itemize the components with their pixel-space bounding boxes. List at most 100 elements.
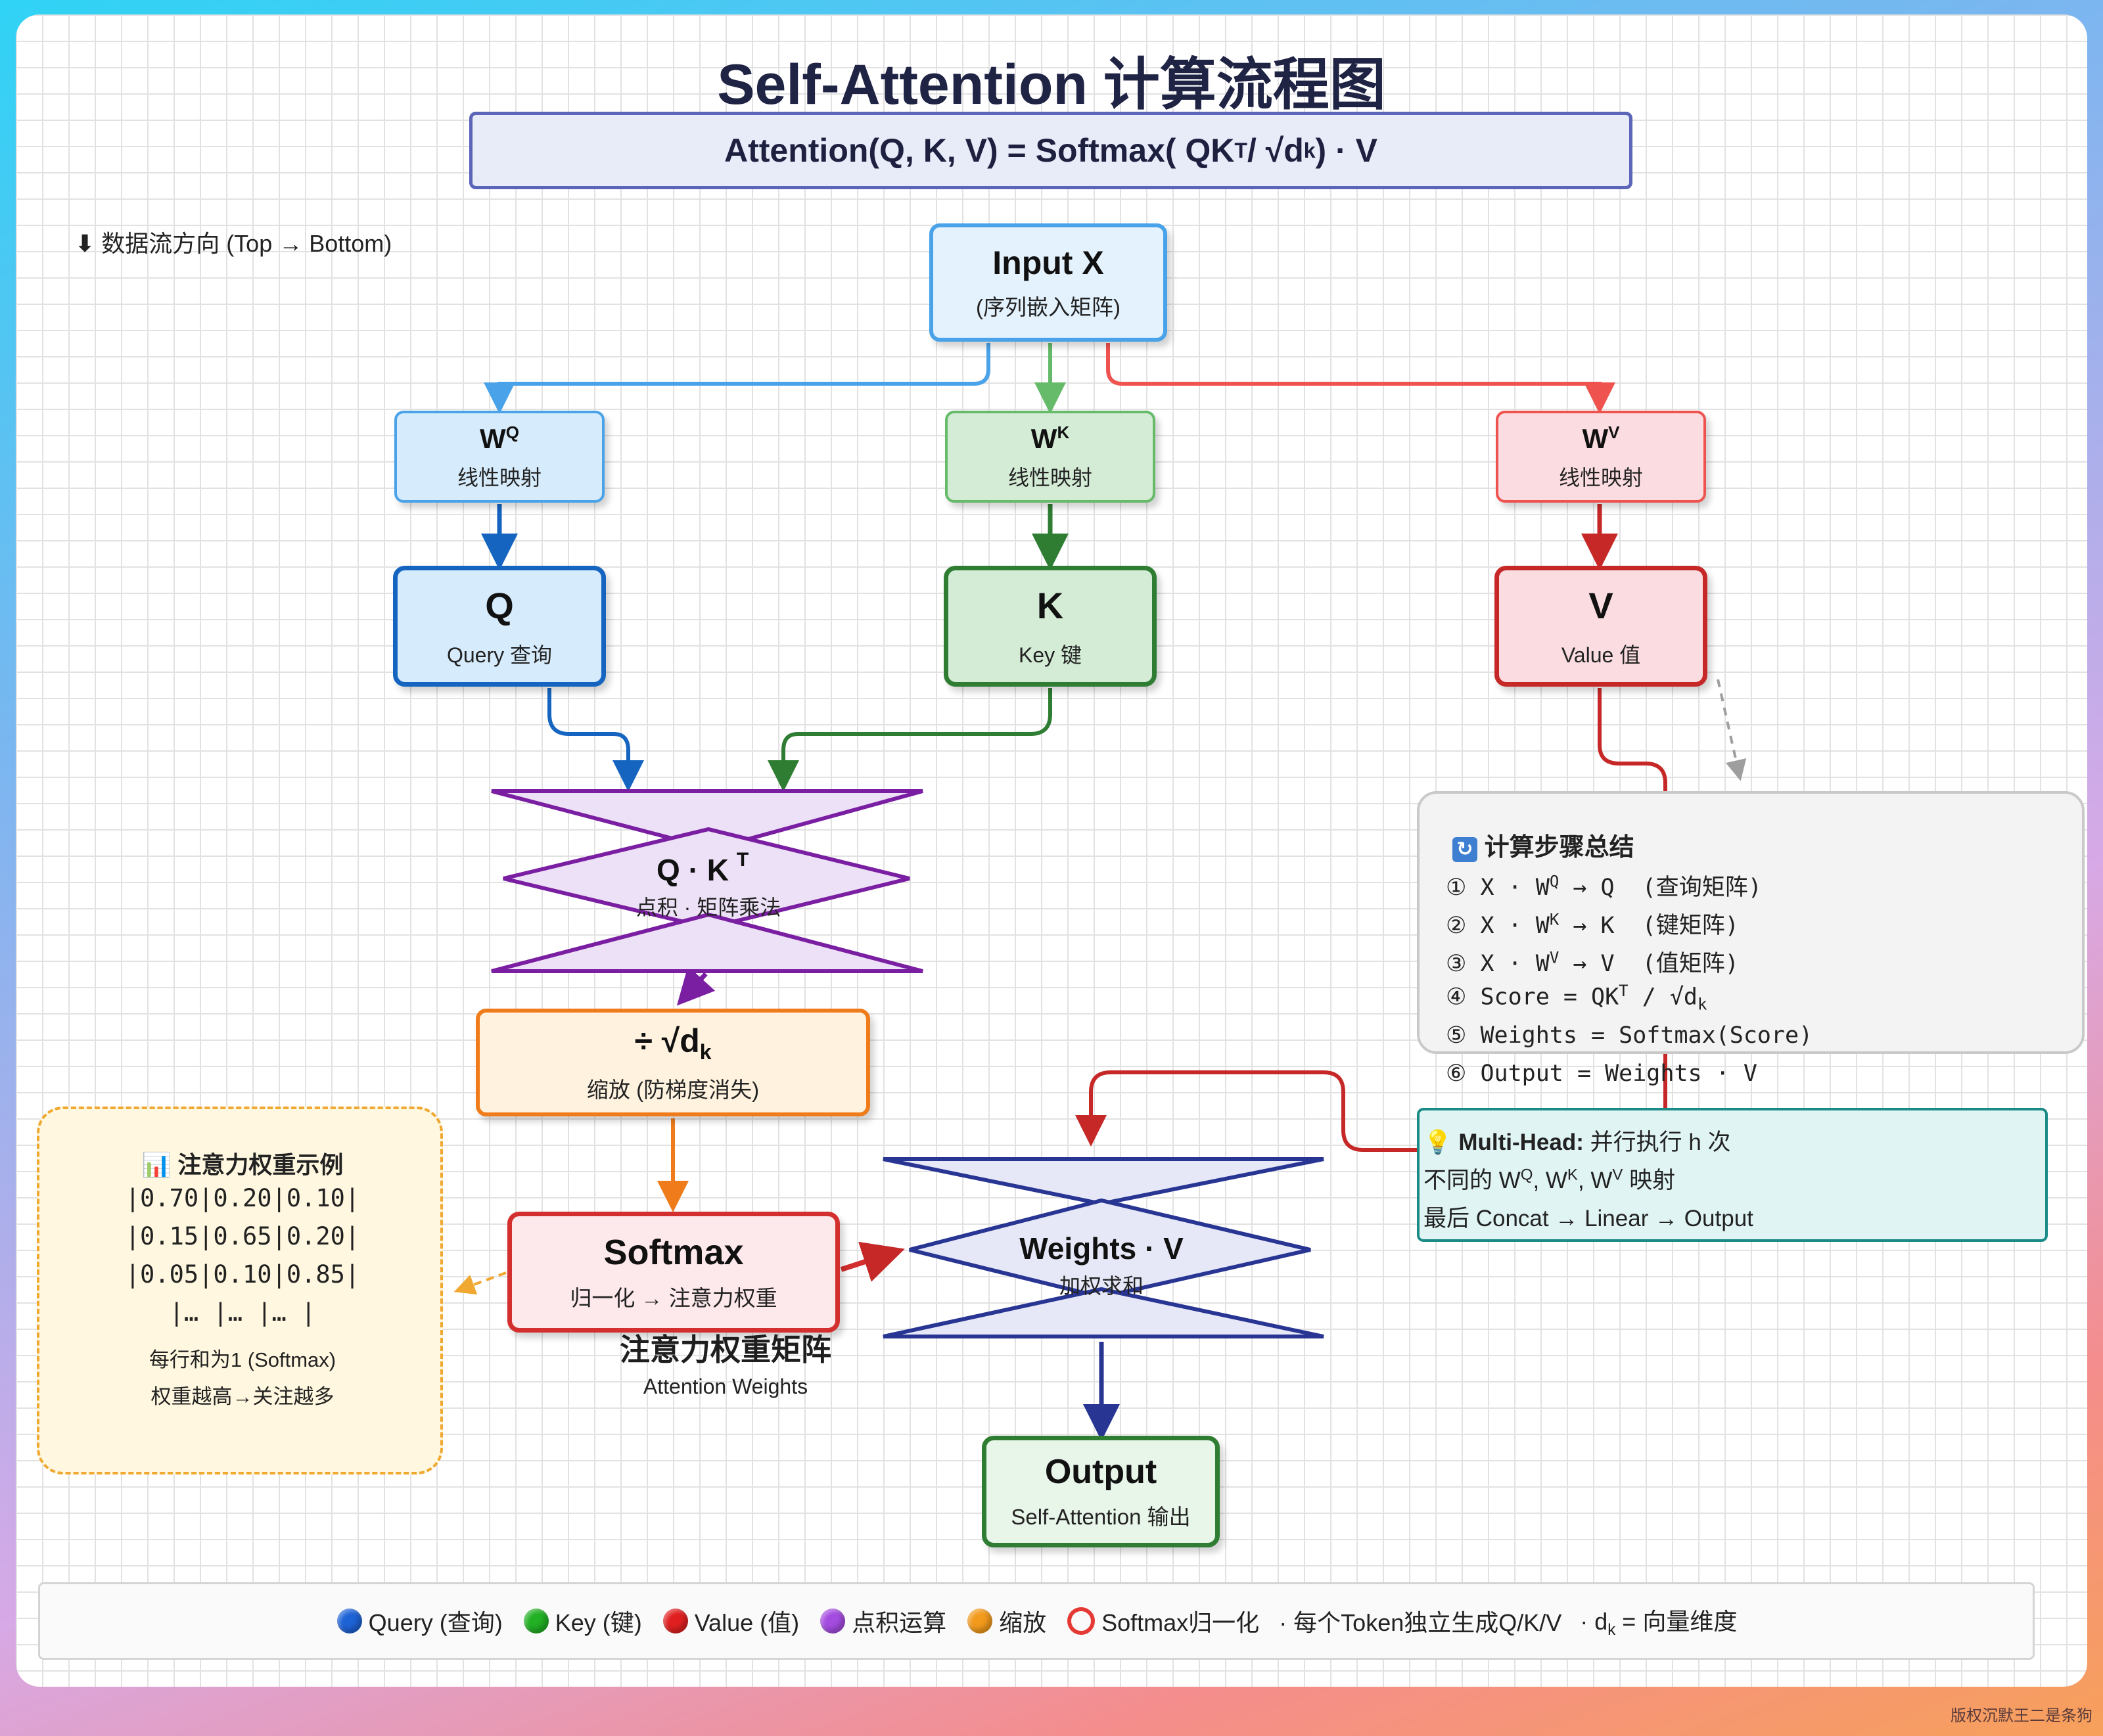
step-item: ④ Score = QKT / √dk (1446, 982, 1707, 1014)
query-subtitle: Query 查询 (446, 643, 553, 667)
multi-head-line-2: 不同的 WQ, WK, WV 映射 (1423, 1166, 1676, 1193)
formula-part-2: / √d (1247, 132, 1304, 169)
red-circle-icon (662, 1609, 688, 1633)
bar-chart-icon: 📊 (141, 1151, 172, 1178)
edge-softmax-to-example (453, 1271, 507, 1295)
softmax-subtitle: 归一化 → 注意力权重 (570, 1286, 777, 1310)
input-x-subtitle: (序列嵌入矩阵) (976, 295, 1121, 319)
step-item: ⑤ Weights = Softmax(Score) (1446, 1022, 1813, 1049)
dot-product-subtitle: 点积 · 矩阵乘法 (636, 896, 781, 919)
wv-node: WV 线性映射 (1496, 411, 1706, 503)
dot-product-title-sup: T (737, 849, 749, 871)
legend-item-scale: 缩放 (967, 1604, 1046, 1638)
formula-sub-k: k (1303, 138, 1316, 162)
multi-head-line-3: 最后 Concat → Linear → Output (1423, 1206, 1753, 1231)
wk-title: WK (1030, 422, 1070, 454)
edge-input-to-wq (484, 343, 990, 414)
purple-circle-icon (820, 1609, 846, 1633)
example-row: |0.70|0.20|0.10| (125, 1184, 360, 1212)
wq-title: WQ (480, 422, 519, 454)
formula-part-1: Attention(Q, K, V) = Softmax( QK (724, 132, 1235, 169)
dot-product-shape: Q · K T 点积 · 矩阵乘法 (491, 789, 923, 973)
wk-subtitle: 线性映射 (1007, 465, 1092, 490)
legend-note-token: · 每个Token独立生成Q/K/V (1279, 1609, 1562, 1636)
edge-dot-to-scale (676, 966, 716, 1006)
edge-input-to-wv (1106, 343, 1615, 414)
key-subtitle: Key 键 (1018, 643, 1082, 667)
legend: Query (查询) Key (键) Value (值) 点积运算 缩放 Sof… (38, 1582, 2035, 1660)
green-circle-icon (523, 1609, 549, 1633)
example-title: 📊 注意力权重示例 (141, 1151, 344, 1178)
example-note: 权重越高→关注越多 (150, 1385, 335, 1408)
key-node: K Key 键 (944, 566, 1157, 687)
attention-example-panel: 📊 注意力权重示例 |0.70|0.20|0.10| |0.15|0.65|0.… (37, 1107, 443, 1474)
steps-summary-panel: ↻ 计算步骤总结 ① X · WQ → Q (查询矩阵) ② X · WK → … (1417, 791, 2085, 1087)
blue-circle-icon (336, 1609, 362, 1633)
value-node: V Value 值 (1494, 566, 1707, 687)
output-title: Output (1044, 1453, 1157, 1491)
edge-softmax-to-weights (840, 1241, 905, 1282)
formula-sup-t: T (1234, 138, 1247, 162)
flow-direction-note: ⬇ 数据流方向 (Top → Bottom) (75, 225, 392, 259)
scale-node: ÷ √dk 缩放 (防梯度消失) (476, 1009, 870, 1116)
flow-direction-text: 数据流方向 (Top → Bottom) (101, 230, 392, 257)
key-title: K (1036, 584, 1064, 626)
example-note: 每行和为1 (Softmax) (149, 1348, 336, 1371)
wv-subtitle: 线性映射 (1558, 465, 1643, 490)
refresh-icon: ↻ (1452, 837, 1477, 862)
input-x-title: Input X (992, 244, 1104, 281)
formula-part-3: ) · V (1315, 132, 1377, 169)
multi-head-line-1: 💡 Multi-Head: 并行执行 h 次 (1423, 1130, 1731, 1155)
legend-item-query: Query (查询) (336, 1604, 503, 1638)
value-subtitle: Value 值 (1561, 643, 1641, 667)
query-node: Q Query 查询 (393, 566, 606, 687)
output-subtitle: Self-Attention 输出 (1011, 1505, 1191, 1529)
steps-title: ↻ 计算步骤总结 (1452, 827, 1634, 863)
step-item: ① X · WQ → Q (查询矩阵) (1446, 872, 1762, 901)
legend-note-dk: · dk = 向量维度 (1580, 1607, 1738, 1639)
softmax-node: Softmax 归一化 → 注意力权重 (507, 1212, 840, 1333)
example-row: |0.15|0.65|0.20| (125, 1222, 360, 1250)
input-x-node: Input X (序列嵌入矩阵) (929, 223, 1167, 342)
edge-v-dashed (1717, 679, 1747, 781)
attention-weights-sublabel: Attention Weights (643, 1375, 808, 1398)
multi-head-note: 💡 Multi-Head: 并行执行 h 次 不同的 WQ, WK, WV 映射… (1417, 1108, 2048, 1242)
query-title: Q (485, 584, 514, 626)
wq-node: WQ 线性映射 (394, 411, 605, 503)
dot-product-title: Q · K (657, 853, 729, 887)
value-title: V (1588, 584, 1613, 626)
legend-item-key: Key (键) (523, 1604, 642, 1638)
output-node: Output Self-Attention 输出 (982, 1436, 1220, 1547)
diagram-wires: Q · K T 点积 · 矩阵乘法 Weights · V 加权求和 (453, 343, 1747, 1441)
lightbulb-icon: 💡 (1423, 1130, 1452, 1155)
softmax-title: Softmax (603, 1233, 744, 1272)
step-item: ③ X · WV → V (值矩阵) (1446, 948, 1739, 977)
down-arrow-icon: ⬇ (75, 230, 95, 257)
scale-subtitle: 缩放 (防梯度消失) (586, 1077, 760, 1102)
example-row: |… |… |… | (169, 1298, 316, 1327)
weighted-sum-subtitle: 加权求和 (1059, 1274, 1144, 1298)
step-item: ⑥ Output = Weights · V (1446, 1061, 1757, 1087)
edge-v-to-weights-b (1075, 1070, 1417, 1152)
diagram-canvas: Q · K T 点积 · 矩阵乘法 Weights · V 加权求和 Self-… (16, 14, 2087, 1687)
wv-title: WV (1582, 422, 1620, 454)
scale-title: ÷ √dk (634, 1022, 712, 1064)
step-item: ② X · WK → K (键矩阵) (1446, 910, 1739, 939)
wk-node: WK 线性映射 (945, 411, 1155, 503)
weighted-sum-shape: Weights · V 加权求和 (883, 1157, 1324, 1338)
example-row: |0.05|0.10|0.85| (125, 1260, 360, 1289)
edge-q-to-dot (547, 688, 644, 792)
legend-item-dot: 点积运算 (820, 1604, 946, 1638)
red-ring-icon (1067, 1607, 1096, 1635)
weighted-sum-title: Weights · V (1019, 1231, 1184, 1266)
attention-weights-label: 注意力权重矩阵 (620, 1333, 831, 1367)
edge-k-to-dot (768, 688, 1052, 792)
legend-item-value: Value (值) (662, 1604, 799, 1638)
legend-item-softmax: Softmax归一化 (1067, 1604, 1259, 1638)
copyright-watermark: 版权沉默王二是条狗 (1951, 1707, 2092, 1725)
page-title: Self-Attention 计算流程图 (717, 53, 1386, 116)
orange-circle-icon (967, 1609, 993, 1633)
wq-subtitle: 线性映射 (457, 465, 542, 490)
edge-v-to-weights (1598, 688, 1667, 1150)
